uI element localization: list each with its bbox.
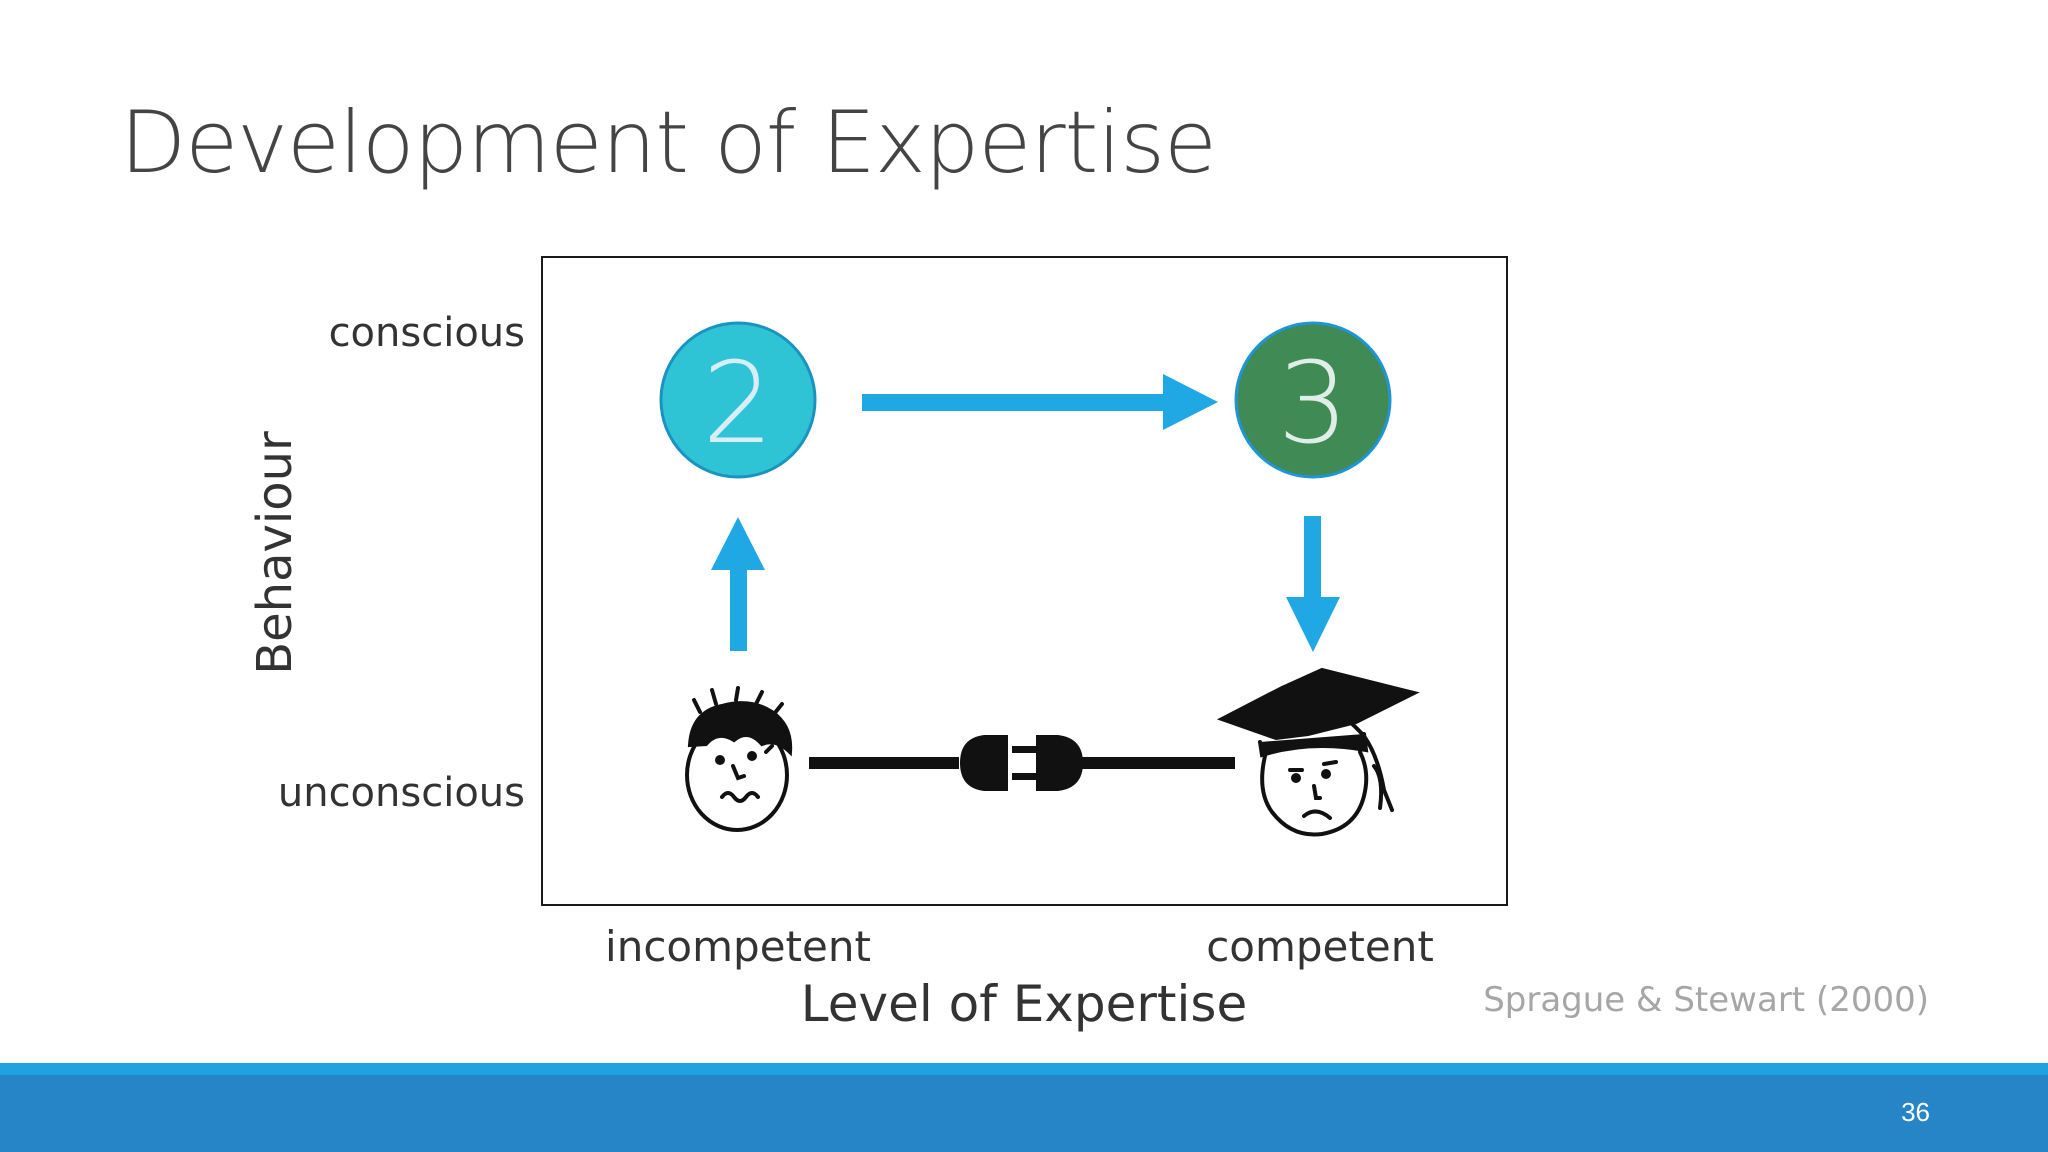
plug-connector-icon: [809, 735, 1235, 791]
x-tick-incompetent: incompetent: [605, 922, 871, 971]
x-tick-competent: competent: [1206, 922, 1434, 971]
svg-text:2: 2: [702, 339, 773, 469]
x-axis-label: Level of Expertise: [800, 975, 1248, 1033]
footer-accent-stripe: [0, 1063, 2048, 1075]
footer-bar: [0, 1075, 2048, 1152]
y-tick-conscious: conscious: [328, 310, 525, 356]
y-axis-label: Behaviour: [247, 431, 303, 675]
citation: Sprague & Stewart (2000): [1483, 980, 1929, 1020]
node-3: 3: [1234, 321, 1392, 479]
svg-text:3: 3: [1277, 339, 1348, 469]
page-number: 36: [1901, 1097, 1930, 1127]
node-2: 2: [659, 321, 817, 479]
arrow-right: [862, 374, 1218, 430]
arrow-down: [1286, 516, 1340, 652]
worried-face-icon: [685, 686, 793, 832]
y-tick-unconscious: unconscious: [277, 770, 525, 816]
arrow-up: [711, 517, 765, 651]
slide-title: Development of Expertise: [120, 93, 1217, 193]
graduate-face-icon: [1216, 667, 1420, 837]
